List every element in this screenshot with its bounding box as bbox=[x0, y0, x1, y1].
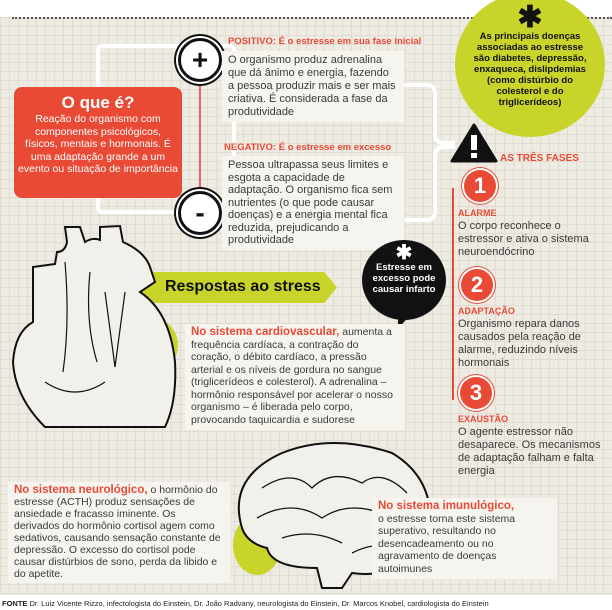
negative-label: NEGATIVO: É o estresse em excesso bbox=[224, 142, 392, 153]
infarct-content: ✱ Estresse em excesso pode causar infart… bbox=[366, 242, 442, 295]
what-is-box: O que é? Reação do organismo com compone… bbox=[14, 87, 182, 198]
positive-text: O organismo produz adrenalina que dá âni… bbox=[222, 51, 404, 122]
dotted-divider bbox=[12, 17, 612, 19]
connector-line bbox=[199, 62, 201, 212]
phase-2-name: ADAPTAÇÃO bbox=[458, 306, 515, 316]
source-line: FONTE Dr. Luiz Vicente Rizzo, infectolog… bbox=[0, 599, 612, 610]
phase-3-name: EXAUSTÃO bbox=[458, 414, 509, 424]
immuno-lead: No sistema imunulógico, bbox=[378, 500, 515, 512]
plus-icon: + bbox=[178, 38, 222, 82]
phase-2-badge: 2 bbox=[461, 269, 493, 301]
source-label: FONTE bbox=[2, 599, 28, 608]
immuno-body: o estresse torna este sistema superativo… bbox=[378, 512, 516, 575]
source-text: Dr. Luiz Vicente Rizzo, infectologista d… bbox=[27, 599, 489, 608]
phase-2-text: Organismo repara danos causados pela rea… bbox=[458, 318, 581, 369]
warning-icon bbox=[450, 123, 498, 163]
diseases-text: As principais doenças associadas ao estr… bbox=[473, 31, 587, 108]
phase-3-badge: 3 bbox=[460, 377, 492, 409]
diseases-bubble bbox=[455, 0, 605, 137]
asterisk-icon: ✱ bbox=[517, 1, 543, 34]
phase-3-text: O agente estressor não desaparece. Os me… bbox=[458, 426, 601, 477]
phases-line bbox=[452, 188, 454, 400]
diseases-content: ✱ As principais doenças associadas ao es… bbox=[468, 1, 592, 109]
phase-1-text: O corpo reconhece o estressor e ativa o … bbox=[458, 220, 589, 258]
positive-label: POSITIVO: É o estresse em sua fase inici… bbox=[228, 36, 422, 47]
responses-title: Respostas ao stress bbox=[165, 278, 321, 295]
phases-title: AS TRÊS FASES bbox=[500, 153, 579, 164]
minus-icon: - bbox=[178, 191, 222, 235]
heart-illustration bbox=[11, 224, 177, 428]
responses-banner bbox=[125, 272, 337, 303]
immuno-text: No sistema imunulógico, o estresse torna… bbox=[372, 498, 557, 579]
phase-1-name: ALARME bbox=[458, 208, 497, 218]
infarct-text: Estresse em excesso pode causar infarto bbox=[372, 262, 436, 295]
infarct-bubble bbox=[362, 240, 446, 320]
bracket-connector bbox=[405, 83, 455, 222]
neuro-text: No sistema neurológico, o hormônio do es… bbox=[8, 482, 230, 583]
what-is-title: O que é? bbox=[61, 93, 135, 112]
cardio-text: No sistema cardiovascular, aumenta a fre… bbox=[185, 324, 405, 430]
phase-1-badge: 1 bbox=[464, 170, 496, 202]
cardio-lead: No sistema cardiovascular, bbox=[191, 326, 340, 338]
asterisk-icon: ✱ bbox=[395, 242, 413, 264]
negative-text: Pessoa ultrapassa seus limites e esgota … bbox=[222, 156, 404, 250]
neuro-lead: No sistema neurológico, bbox=[14, 484, 148, 496]
neuro-body: o hormônio do estresse (ACTH) produz sen… bbox=[14, 484, 221, 580]
what-is-text: Reação do organismo com componentes psic… bbox=[18, 113, 178, 175]
cardio-body: aumenta a frequência cardíaca, a contraç… bbox=[191, 326, 393, 426]
